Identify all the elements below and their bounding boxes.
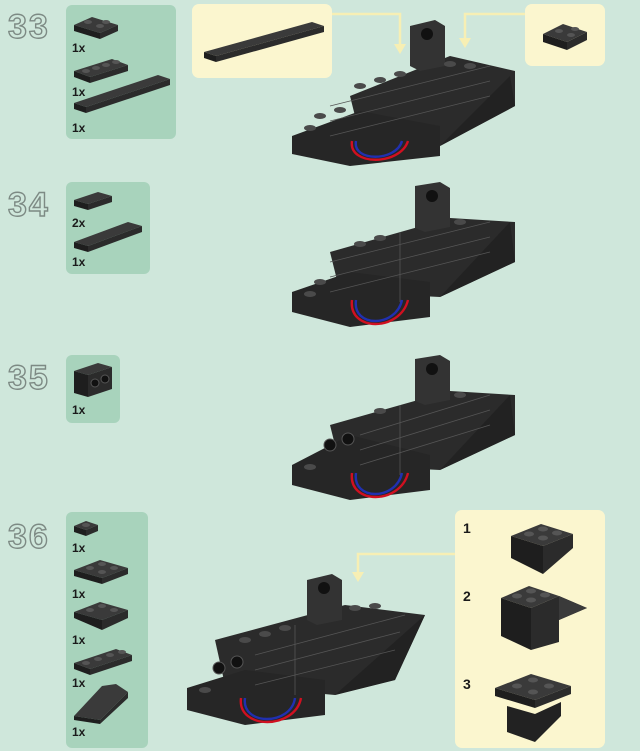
plate-1x1-piece bbox=[74, 521, 98, 536]
model-assembly-step-33 bbox=[292, 20, 515, 166]
inverted-slope-piece bbox=[74, 602, 128, 630]
part-qty: 1x bbox=[72, 85, 86, 99]
tile-1x8-piece bbox=[204, 22, 324, 62]
part-qty: 1x bbox=[72, 255, 86, 269]
tile-1x8-piece bbox=[74, 75, 170, 113]
sub-step-number: 3 bbox=[463, 676, 471, 692]
parts-list-step-36: 1x 1x 1x 1x 1x bbox=[66, 512, 148, 748]
inverted-slope-piece bbox=[511, 524, 573, 574]
part-qty: 1x bbox=[72, 121, 86, 135]
tile-1x2-piece bbox=[74, 192, 112, 210]
plate-corner-piece bbox=[543, 24, 587, 50]
slope-2x2-piece bbox=[501, 586, 587, 650]
parts-list-step-33: 1x 1x 1x bbox=[66, 5, 176, 139]
part-qty: 1x bbox=[72, 633, 86, 647]
technic-brick-1x2-piece bbox=[74, 363, 112, 397]
plate-corner-piece bbox=[74, 17, 118, 39]
parts-list-step-35: 1x bbox=[66, 355, 120, 423]
plate-2x2-piece bbox=[74, 560, 128, 584]
part-qty: 1x bbox=[72, 725, 86, 739]
step-number-34: 34 bbox=[7, 185, 50, 224]
model-assembly-step-36 bbox=[187, 574, 425, 725]
part-qty: 1x bbox=[72, 587, 86, 601]
sub-step-number: 2 bbox=[463, 588, 471, 604]
plate-1x4-piece bbox=[74, 59, 128, 83]
plate-1x4-piece bbox=[74, 649, 132, 675]
model-assembly-step-34 bbox=[292, 182, 515, 327]
model-assembly-step-35 bbox=[292, 355, 515, 500]
slope-2x2-piece bbox=[74, 684, 128, 724]
callout-tile-placement bbox=[192, 4, 332, 78]
part-qty: 1x bbox=[72, 403, 86, 417]
step-number-35: 35 bbox=[7, 358, 50, 397]
callout-sub-assembly: 1 2 3 bbox=[455, 510, 605, 748]
sub-step-number: 1 bbox=[463, 520, 471, 536]
part-qty: 2x bbox=[72, 216, 86, 230]
callout-plate-placement bbox=[525, 4, 605, 66]
tile-1x4-piece bbox=[74, 222, 142, 252]
parts-list-step-34: 2x 1x bbox=[66, 182, 150, 274]
step-number-36: 36 bbox=[7, 517, 50, 556]
plate-2x2-piece bbox=[495, 674, 571, 742]
step-number-33: 33 bbox=[7, 7, 50, 46]
part-qty: 1x bbox=[72, 676, 86, 690]
part-qty: 1x bbox=[72, 541, 86, 555]
part-qty: 1x bbox=[72, 41, 86, 55]
